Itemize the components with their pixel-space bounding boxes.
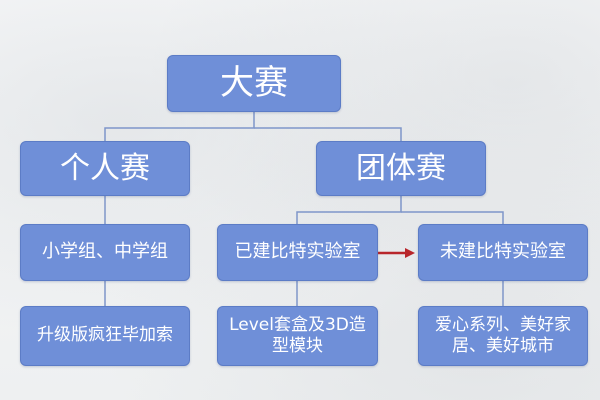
root-node-grand-contest: 大赛 [167, 55, 341, 112]
node-love-series: 爱心系列、美好家居、美好城市 [418, 306, 588, 366]
node-team-contest: 团体赛 [316, 141, 486, 196]
node-upgrade-bonus-label: 升级版疯狂毕加索 [37, 325, 173, 346]
node-individual-contest: 个人赛 [20, 141, 190, 196]
connector-root-to-team [254, 127, 402, 141]
node-love-series-label: 爱心系列、美好家居、美好城市 [435, 314, 571, 356]
connector-root-to-children [104, 112, 255, 141]
node-has-lab: 已建比特实验室 [217, 224, 378, 281]
node-no-lab-label: 未建比特实验室 [440, 241, 566, 263]
node-no-lab: 未建比特实验室 [418, 224, 588, 281]
root-node-label: 大赛 [220, 63, 288, 104]
node-individual-label: 个人赛 [60, 150, 150, 186]
node-level-kit: Level套盒及3D造型模块 [217, 306, 378, 366]
node-school-groups: 小学组、中学组 [20, 224, 190, 281]
node-school-groups-label: 小学组、中学组 [42, 241, 168, 263]
connector-team-to-nolab [401, 211, 504, 224]
connector-team-to-labs [296, 196, 402, 224]
node-team-label: 团体赛 [356, 150, 446, 186]
node-has-lab-label: 已建比特实验室 [234, 241, 361, 263]
arrow-head [405, 248, 415, 258]
node-upgrade-bonus: 升级版疯狂毕加索 [20, 306, 190, 366]
node-level-kit-label: Level套盒及3D造型模块 [229, 314, 366, 356]
